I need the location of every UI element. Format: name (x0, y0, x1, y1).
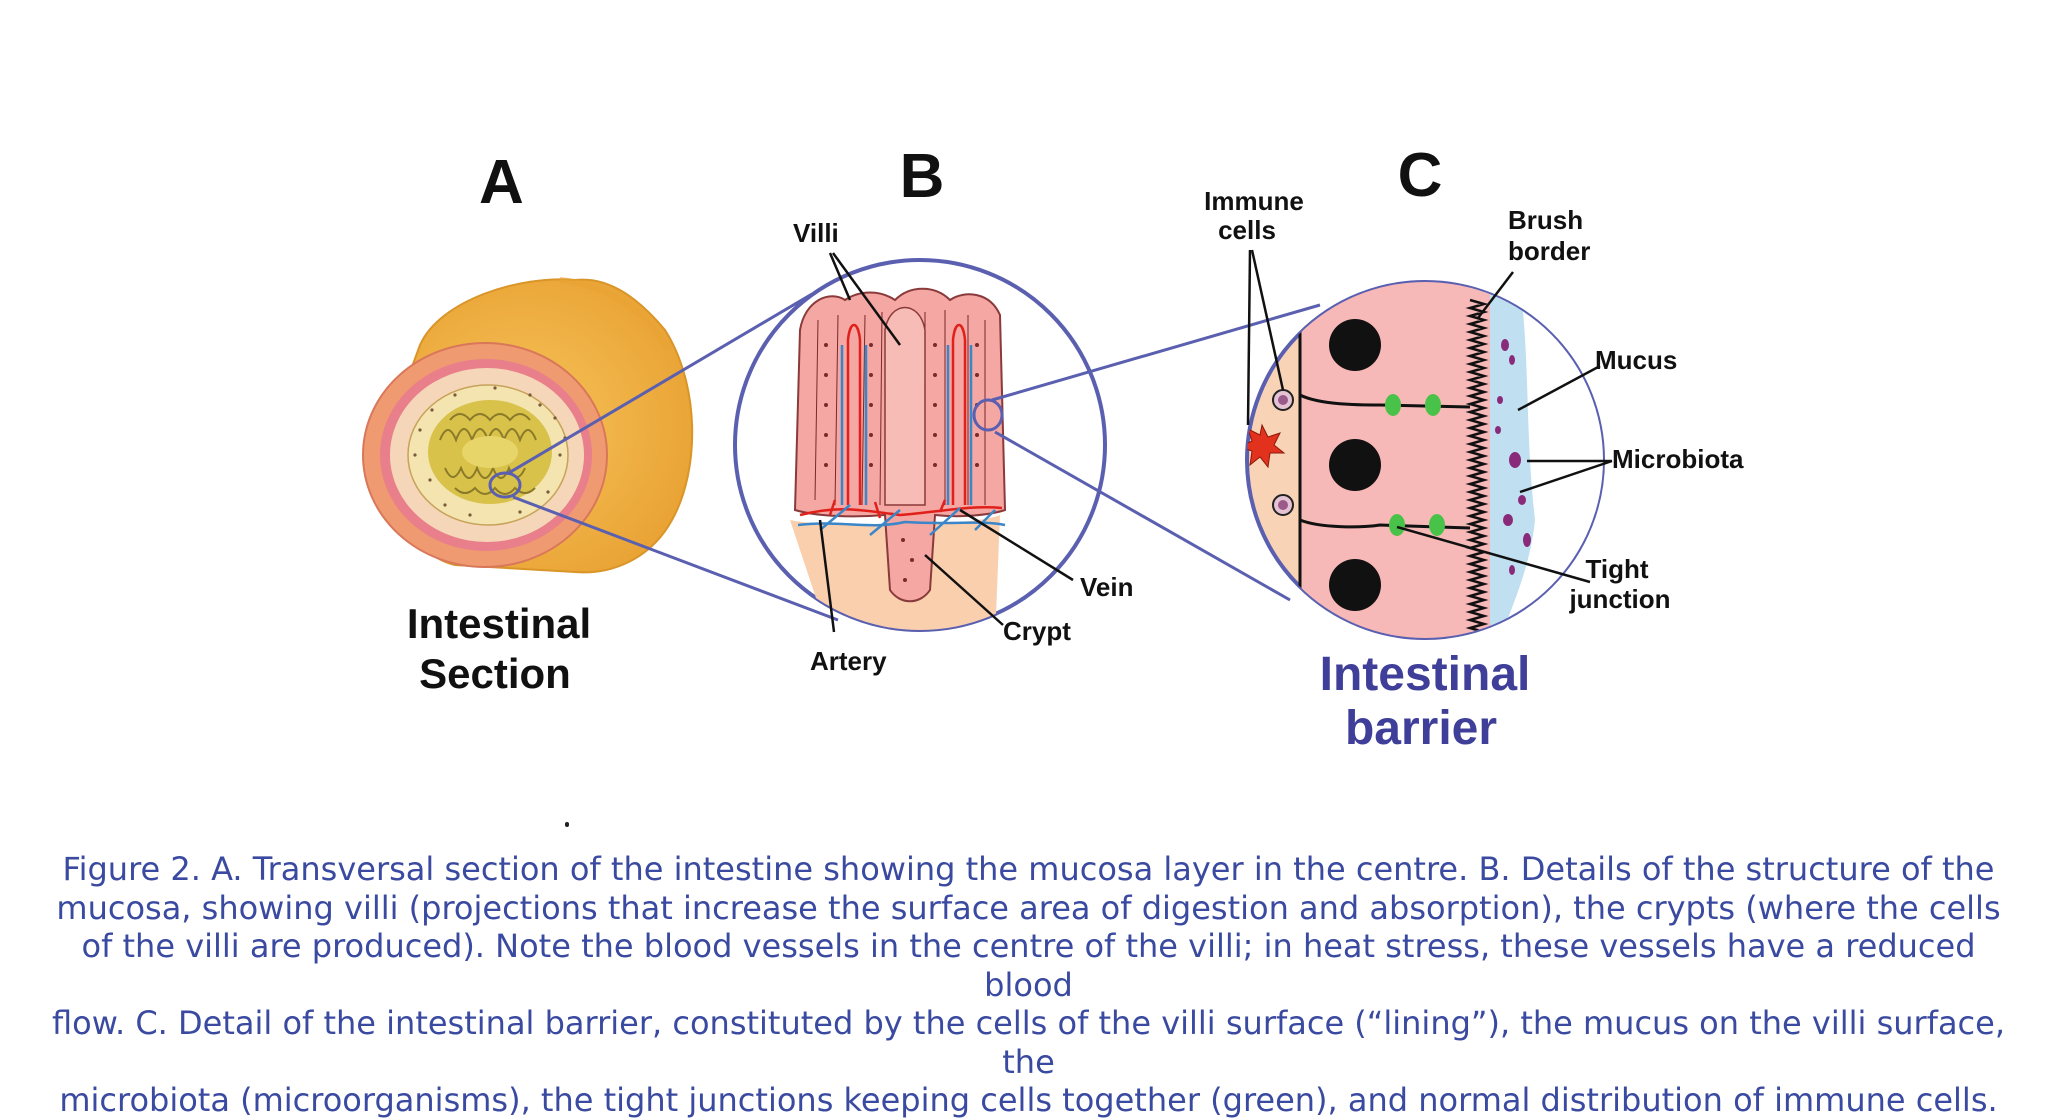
stray-dot (565, 822, 569, 827)
panel-b: B (733, 142, 1133, 676)
label-brush-border-line2: border (1508, 236, 1590, 266)
panel-b-leaders (818, 252, 1074, 633)
panel-b-letter: B (900, 142, 945, 211)
panel-a-title-line2: Section (419, 650, 571, 697)
intestine-tube-illustration (362, 277, 694, 574)
panel-c-leaders (1246, 249, 1613, 584)
label-brush-border-line1: Brush (1508, 205, 1583, 235)
caption-line: flow. C. Detail of the intestinal barrie… (52, 1004, 2005, 1081)
intestine-figure: A (362, 141, 1744, 755)
label-crypt: Crypt (1003, 616, 1071, 646)
panel-c-title-line1: Intestinal (1320, 648, 1531, 701)
panel-c-title-line2: barrier (1345, 702, 1497, 755)
panel-c-letter: C (1398, 141, 1443, 210)
figure-caption: Figure 2. A. Transversal section of the … (40, 850, 2017, 1120)
panel-a-letter: A (479, 148, 524, 217)
label-mucus: Mucus (1595, 345, 1677, 375)
caption-line: microbiota (microorganisms), the tight j… (59, 1081, 1998, 1119)
label-tight-junction-line1: Tight (1585, 554, 1648, 584)
zoom-lines-a-to-b (506, 292, 839, 622)
barrier-illustration (1247, 282, 1603, 638)
caption-line: Figure 2. A. Transversal section of the … (62, 850, 1995, 888)
label-artery: Artery (810, 646, 887, 676)
caption-line: mucosa, showing villi (projections that … (56, 888, 2001, 927)
label-microbiota: Microbiota (1612, 444, 1744, 474)
panel-a-title-line1: Intestinal (407, 600, 591, 647)
panel-c: C (1204, 141, 1744, 755)
label-immune-cells-line2: cells (1218, 215, 1276, 245)
zoom-lines-b-to-c (991, 303, 1321, 602)
label-immune-cells-line1: Immune (1204, 186, 1304, 216)
caption-line: of the villi are produced). Note the blo… (81, 927, 1976, 1004)
panel-a: A (362, 148, 694, 697)
label-vein: Vein (1080, 572, 1133, 602)
label-tight-junction-line2: junction (1568, 584, 1670, 614)
label-villi: Villi (793, 218, 839, 248)
